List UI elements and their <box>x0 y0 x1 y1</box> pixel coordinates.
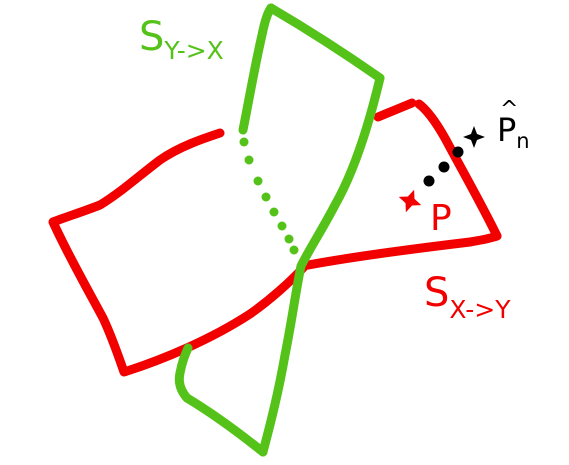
surface-y-to-x <box>174 3 385 457</box>
green-surface-left-upper-edge <box>238 3 276 135</box>
label-hat-accent: ^ <box>500 97 518 122</box>
label-surface-y-to-x: SY->X <box>139 14 224 65</box>
green-dot <box>284 234 294 244</box>
green-surface-bottom-edge <box>174 343 268 457</box>
green-dot <box>277 221 287 231</box>
label-point-p: P <box>430 198 452 239</box>
green-dot <box>269 207 279 217</box>
green-dot <box>244 155 254 165</box>
label-subscript: n <box>516 129 529 153</box>
surface-x-to-y <box>48 98 502 377</box>
black-dot <box>438 161 450 173</box>
red-surface-top-edge <box>373 98 417 122</box>
sequence-dots <box>423 146 464 187</box>
label-subscript: X->Y <box>449 295 511 324</box>
green-dot <box>261 192 271 202</box>
green-dot <box>253 176 263 186</box>
green-dot <box>239 137 249 147</box>
green-dot <box>289 245 299 255</box>
black-star-marker-icon <box>463 126 485 148</box>
red-surface-bottom-edge <box>298 231 502 271</box>
green-surface-top-edge <box>266 3 385 83</box>
label-surface-x-to-y: SX->Y <box>424 270 511 324</box>
black-dot <box>452 146 464 158</box>
green-hidden-edge-dots <box>239 137 299 255</box>
label-main: S <box>139 14 164 60</box>
black-dot <box>423 175 435 187</box>
label-point-p-hat: Pn <box>497 111 530 153</box>
red-surface-right-edge <box>414 99 502 241</box>
label-main: P <box>497 111 516 149</box>
red-surface-outline <box>48 128 308 377</box>
red-star-marker-icon <box>398 189 422 213</box>
label-subscript: Y->X <box>163 36 223 65</box>
label-main: S <box>424 270 449 316</box>
green-surface-right-edge <box>258 73 385 457</box>
